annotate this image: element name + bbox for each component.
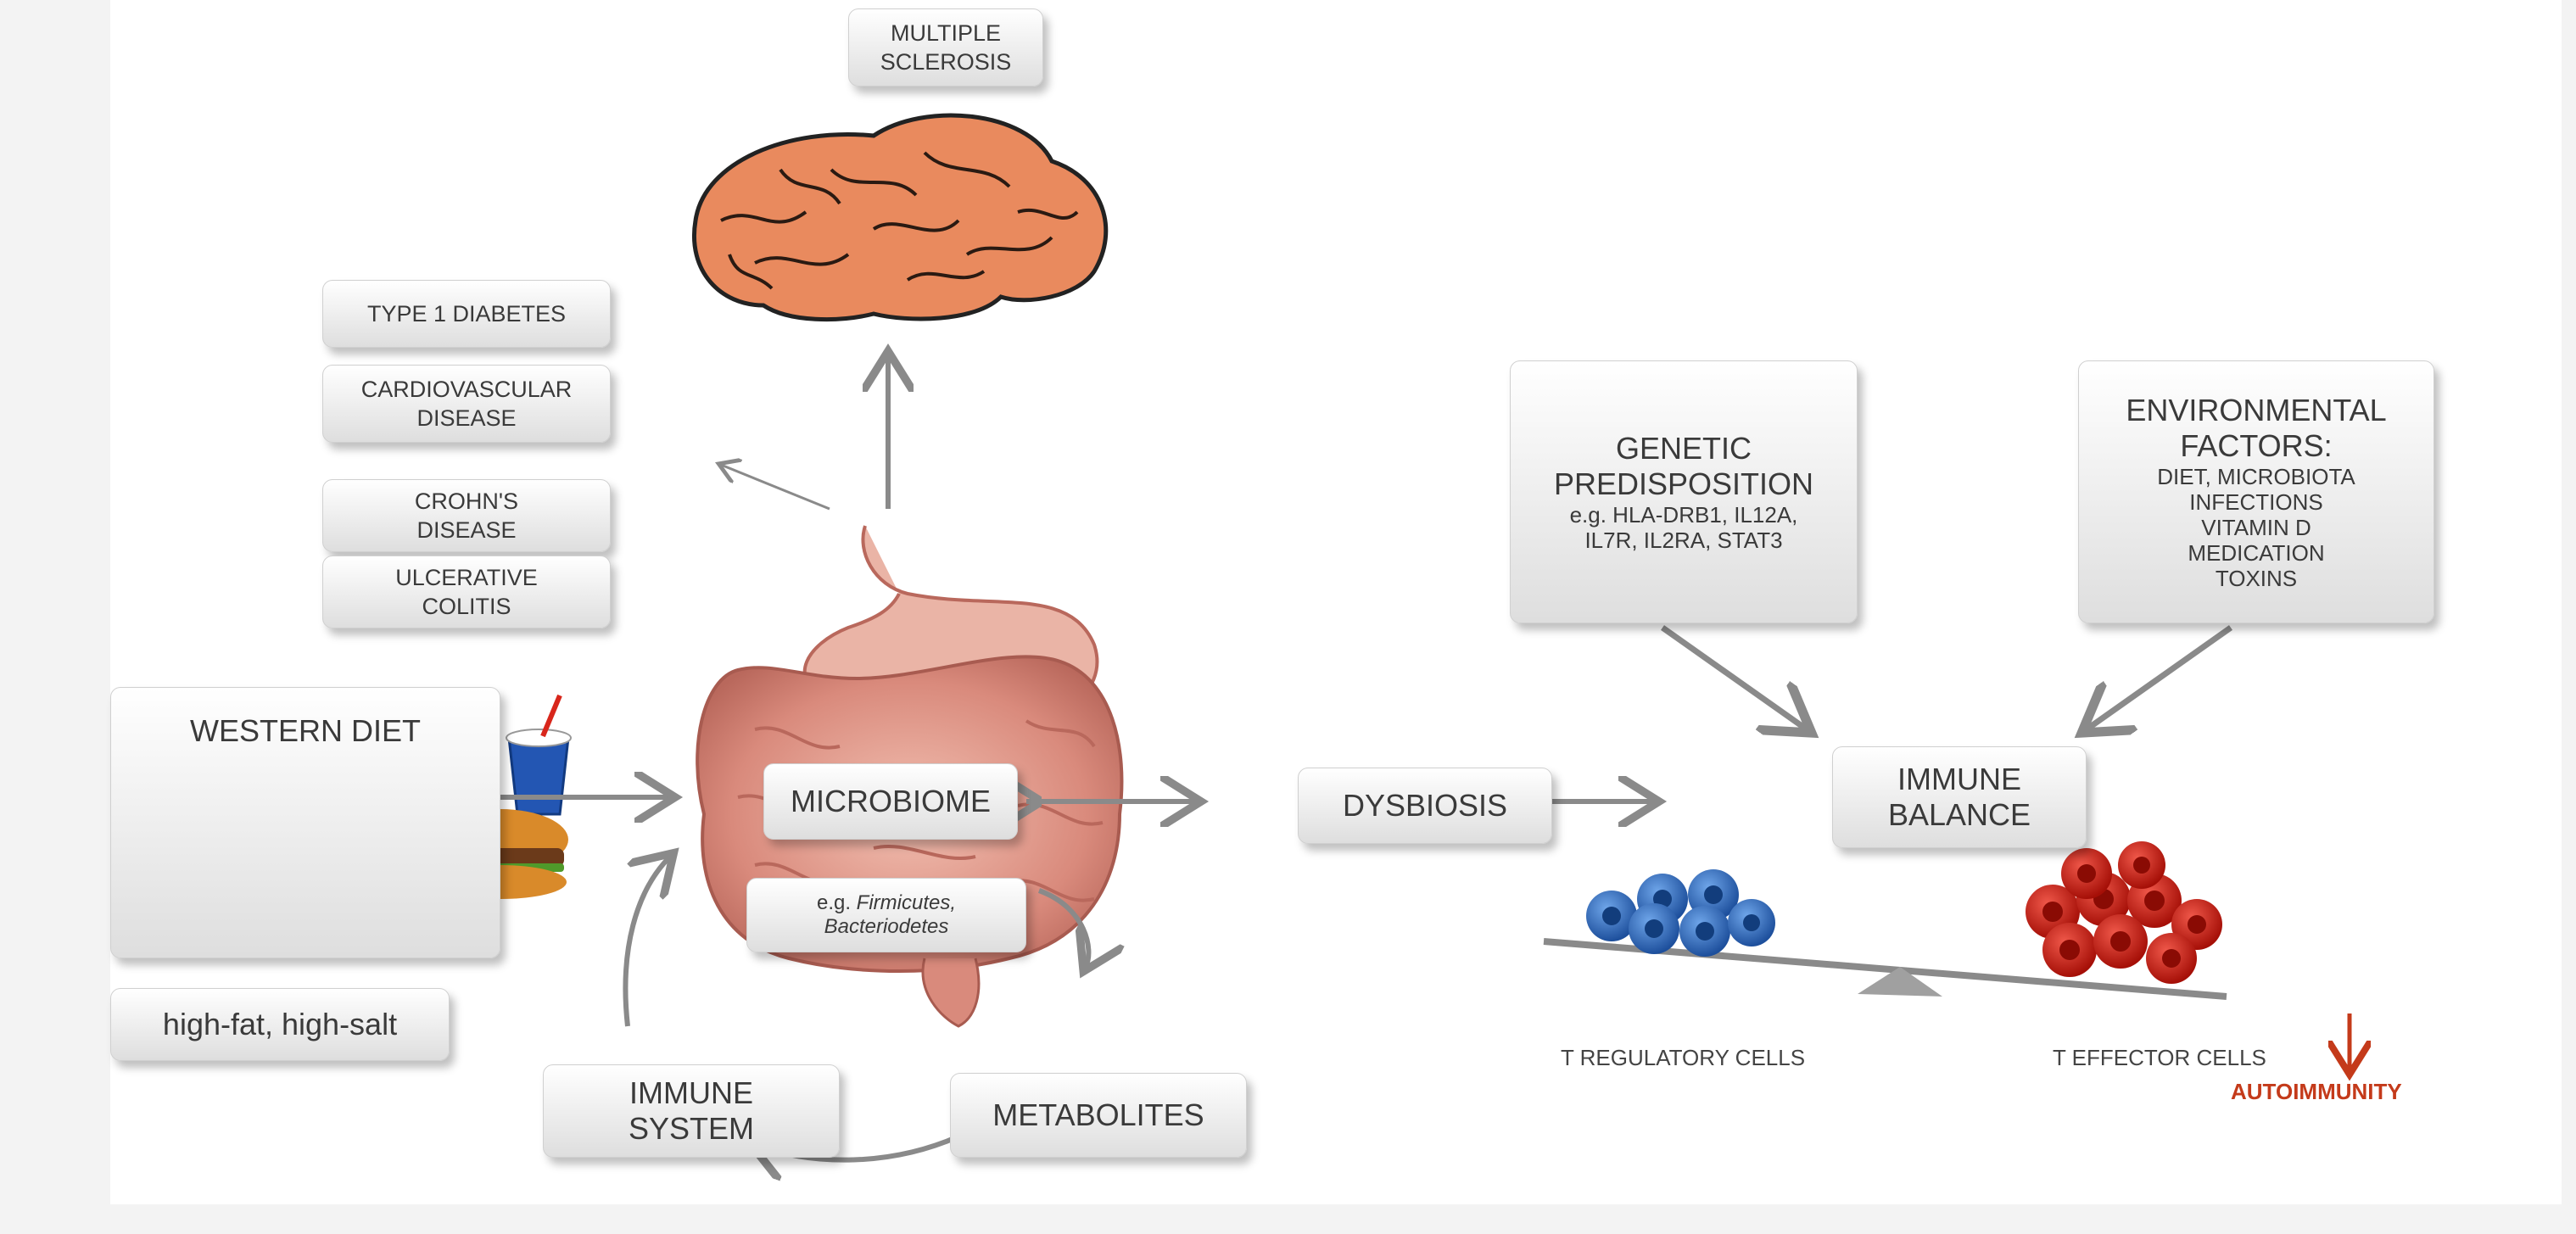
t-effector-cells-label: T EFFECTOR CELLS <box>2053 1045 2266 1070</box>
western-diet-title: WESTERN DIET <box>190 713 421 749</box>
metabolites-label: METABOLITES <box>992 1097 1204 1133</box>
genetic-predisposition-detail: e.g. HLA-DRB1, IL12A, IL7R, IL2RA, STAT3 <box>1570 502 1798 553</box>
genetic-predisposition-box: GENETIC PREDISPOSITION e.g. HLA-DRB1, IL… <box>1510 360 1858 623</box>
t-effector-cells-cluster <box>2026 841 2222 984</box>
autoimmunity-label: AUTOIMMUNITY <box>2231 1079 2402 1105</box>
immune-seesaw <box>1544 841 2227 997</box>
environmental-factors-box: ENVIRONMENTAL FACTORS: DIET, MICROBIOTA … <box>2078 360 2434 623</box>
multiple-sclerosis-label: MULTIPLE SCLEROSIS <box>880 19 1012 76</box>
diagram-canvas: MULTIPLE SCLEROSIS TYPE 1 DIABETES CARDI… <box>110 0 2562 1204</box>
example-prefix: e.g. <box>817 891 851 914</box>
genetic-predisposition-title: GENETIC PREDISPOSITION <box>1554 431 1813 502</box>
metabolites-box: METABOLITES <box>950 1073 1247 1158</box>
t-regulatory-cells-cluster <box>1586 869 1775 957</box>
crohns-disease-box: CROHN'S DISEASE <box>322 479 611 552</box>
western-diet-box: WESTERN DIET <box>110 687 500 958</box>
microbiome-box: MICROBIOME <box>763 763 1018 840</box>
cardiovascular-disease-box: CARDIOVASCULAR DISEASE <box>322 365 611 443</box>
brain-illustration <box>694 115 1105 320</box>
environmental-factors-detail: DIET, MICROBIOTA INFECTIONS VITAMIN D ME… <box>2157 464 2355 591</box>
dysbiosis-label: DYSBIOSIS <box>1343 788 1507 824</box>
ulcerative-colitis-box: ULCERATIVE COLITIS <box>322 556 611 628</box>
microbiome-examples-line1: e.g. Firmicutes, <box>817 891 956 915</box>
multiple-sclerosis-box: MULTIPLE SCLEROSIS <box>848 8 1043 87</box>
type1-diabetes-box: TYPE 1 DIABETES <box>322 280 611 348</box>
ulcerative-colitis-label: ULCERATIVE COLITIS <box>395 563 538 621</box>
microbiome-examples-box: e.g. Firmicutes, Bacteriodetes <box>746 878 1026 952</box>
immune-system-box: IMMUNE SYSTEM <box>543 1064 840 1158</box>
high-fat-salt-box: high-fat, high-salt <box>110 988 450 1061</box>
example-taxa-1: Firmicutes, <box>857 891 956 914</box>
crohns-disease-label: CROHN'S DISEASE <box>415 487 518 544</box>
microbiome-label: MICROBIOME <box>791 784 991 819</box>
example-taxa-2: Bacteriodetes <box>824 915 949 939</box>
dysbiosis-box: DYSBIOSIS <box>1298 768 1552 844</box>
immune-system-label: IMMUNE SYSTEM <box>629 1075 754 1147</box>
t-regulatory-cells-label: T REGULATORY CELLS <box>1561 1045 1805 1070</box>
immune-balance-box: IMMUNE BALANCE <box>1832 746 2087 848</box>
immune-balance-label: IMMUNE BALANCE <box>1888 762 2031 833</box>
type1-diabetes-label: TYPE 1 DIABETES <box>367 299 566 328</box>
environmental-factors-title: ENVIRONMENTAL FACTORS: <box>2126 393 2386 464</box>
cardiovascular-disease-label: CARDIOVASCULAR DISEASE <box>361 375 573 433</box>
high-fat-salt-label: high-fat, high-salt <box>163 1007 397 1042</box>
